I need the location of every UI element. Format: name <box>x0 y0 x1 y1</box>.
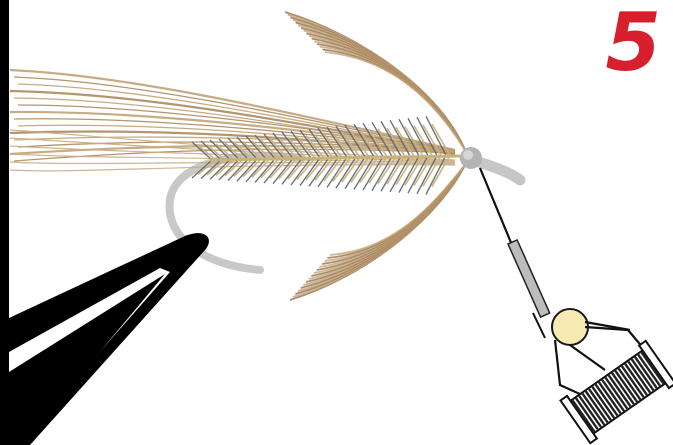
vise-jaw-icon <box>9 233 209 445</box>
step-number: 5 <box>605 0 659 86</box>
bobbin-ring <box>552 309 588 345</box>
frame-border <box>0 0 9 445</box>
